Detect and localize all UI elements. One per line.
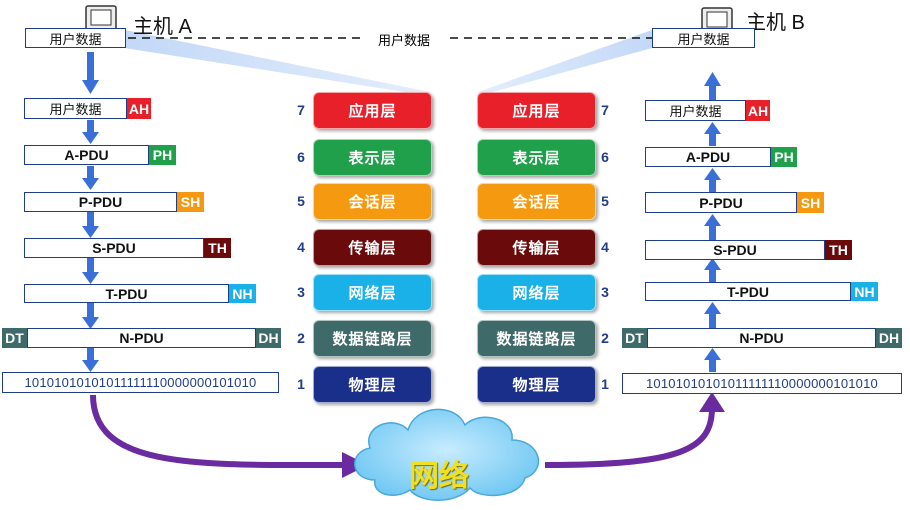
layer-number-left: 1 (297, 376, 305, 392)
left-user-data: 用户数据 (24, 98, 127, 119)
left-p-pdu: P-PDU (24, 192, 177, 212)
right-n-pdu: N-PDU (647, 328, 876, 348)
curve-right-head (699, 392, 725, 412)
layer-number-left: 4 (297, 239, 305, 255)
layer-box-right: 会话层 (477, 183, 596, 220)
layer-box-right: 应用层 (477, 92, 596, 129)
right-bit-stream: 10101010101011111110000000101010 (622, 373, 902, 394)
host-b-title: 主机 B (746, 12, 805, 34)
right-dh-tag: DH (876, 328, 902, 348)
curve-left (90, 394, 351, 469)
layer-box-left: 物理层 (313, 366, 432, 403)
left-down-arrows (82, 52, 99, 372)
left-s-pdu: S-PDU (24, 238, 204, 258)
layer-number-left: 2 (297, 330, 305, 346)
layer-number-left: 5 (297, 193, 305, 209)
right-p-pdu: P-PDU (645, 192, 797, 213)
layer-number-left: 6 (297, 149, 305, 165)
host-a-user-data: 用户数据 (25, 28, 126, 48)
layer-box-left: 表示层 (313, 139, 432, 176)
left-th-tag: TH (204, 238, 231, 258)
right-nh-tag: NH (851, 282, 878, 301)
layer-box-right: 传输层 (477, 229, 596, 266)
right-th-tag: TH (825, 240, 852, 260)
layer-number-right: 5 (601, 193, 609, 209)
layer-box-right: 物理层 (477, 366, 596, 403)
beam-left (125, 30, 430, 96)
network-cloud (354, 408, 540, 501)
left-bit-stream: 10101010101011111110000000101010 (2, 372, 279, 393)
layer-number-left: 7 (297, 102, 305, 118)
layer-number-right: 2 (601, 330, 609, 346)
left-sh-tag: SH (177, 192, 204, 212)
layer-number-left: 3 (297, 284, 305, 300)
right-ah-tag: AH (746, 100, 770, 121)
layer-box-left: 传输层 (313, 229, 432, 266)
right-a-pdu: A-PDU (645, 147, 771, 167)
middle-user-data-label: 用户数据 (376, 30, 433, 49)
layer-number-right: 6 (601, 149, 609, 165)
layer-number-right: 4 (601, 239, 609, 255)
host-a-title: 主机 A (133, 16, 192, 38)
right-up-arrows (704, 72, 721, 372)
network-label: 网络 (409, 459, 469, 494)
right-s-pdu: S-PDU (645, 240, 825, 260)
right-user-data: 用户数据 (645, 100, 746, 121)
left-nh-tag: NH (229, 284, 256, 303)
layer-box-left: 会话层 (313, 183, 432, 220)
layer-number-right: 7 (601, 102, 609, 118)
curve-right (544, 407, 715, 468)
layer-box-right: 数据链路层 (477, 320, 596, 357)
layer-box-left: 网络层 (313, 274, 432, 311)
left-dh-tag: DH (256, 328, 281, 348)
layer-box-left: 数据链路层 (313, 320, 432, 357)
layer-number-right: 3 (601, 284, 609, 300)
left-ah-tag: AH (127, 98, 151, 119)
host-b-user-data: 用户数据 (652, 28, 755, 48)
left-t-pdu: T-PDU (24, 284, 229, 303)
left-ph-tag: PH (149, 145, 176, 165)
beam-right (478, 30, 652, 96)
left-dt-tag: DT (2, 328, 27, 348)
right-sh-tag: SH (797, 192, 824, 213)
left-n-pdu: N-PDU (27, 328, 256, 348)
right-ph-tag: PH (771, 147, 797, 167)
layer-box-left: 应用层 (313, 92, 432, 129)
layer-box-right: 表示层 (477, 139, 596, 176)
layer-number-right: 1 (601, 376, 609, 392)
right-t-pdu: T-PDU (645, 282, 851, 301)
layer-box-right: 网络层 (477, 274, 596, 311)
left-a-pdu: A-PDU (24, 145, 149, 165)
right-dt-tag: DT (622, 328, 647, 348)
